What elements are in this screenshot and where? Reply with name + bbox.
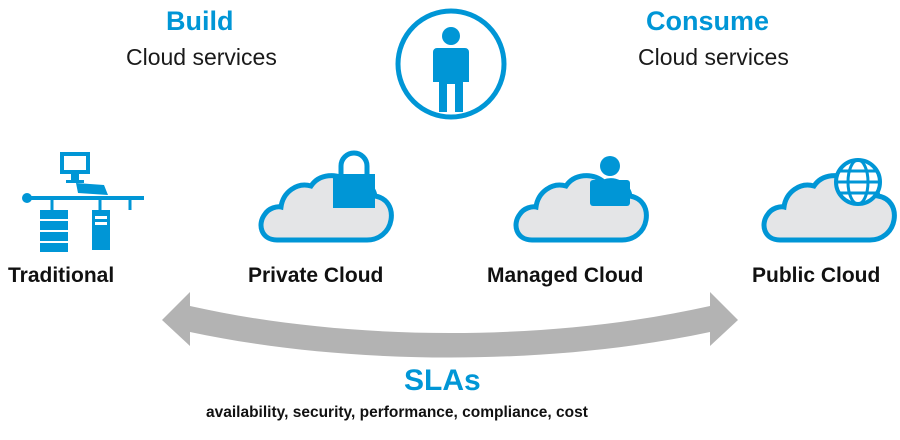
- label-traditional: Traditional: [8, 264, 115, 287]
- consume-title: Consume: [646, 6, 770, 36]
- person-circle-icon: [395, 8, 507, 120]
- label-managed-cloud: Managed Cloud: [487, 264, 644, 287]
- cloud-globe-icon: [761, 158, 897, 243]
- cloud-user-icon: [513, 156, 649, 243]
- build-title: Build: [166, 6, 234, 36]
- slas-subtitle: availability, security, performance, com…: [206, 404, 588, 421]
- label-private-cloud: Private Cloud: [248, 264, 384, 287]
- build-subtitle: Cloud services: [126, 44, 277, 70]
- cloud-lock-icon: [258, 150, 394, 243]
- bidirectional-arc-arrow: [162, 292, 738, 358]
- server-network-icon: [22, 152, 144, 252]
- slas-title: SLAs: [404, 364, 481, 397]
- consume-subtitle: Cloud services: [638, 44, 789, 70]
- label-public-cloud: Public Cloud: [752, 264, 881, 287]
